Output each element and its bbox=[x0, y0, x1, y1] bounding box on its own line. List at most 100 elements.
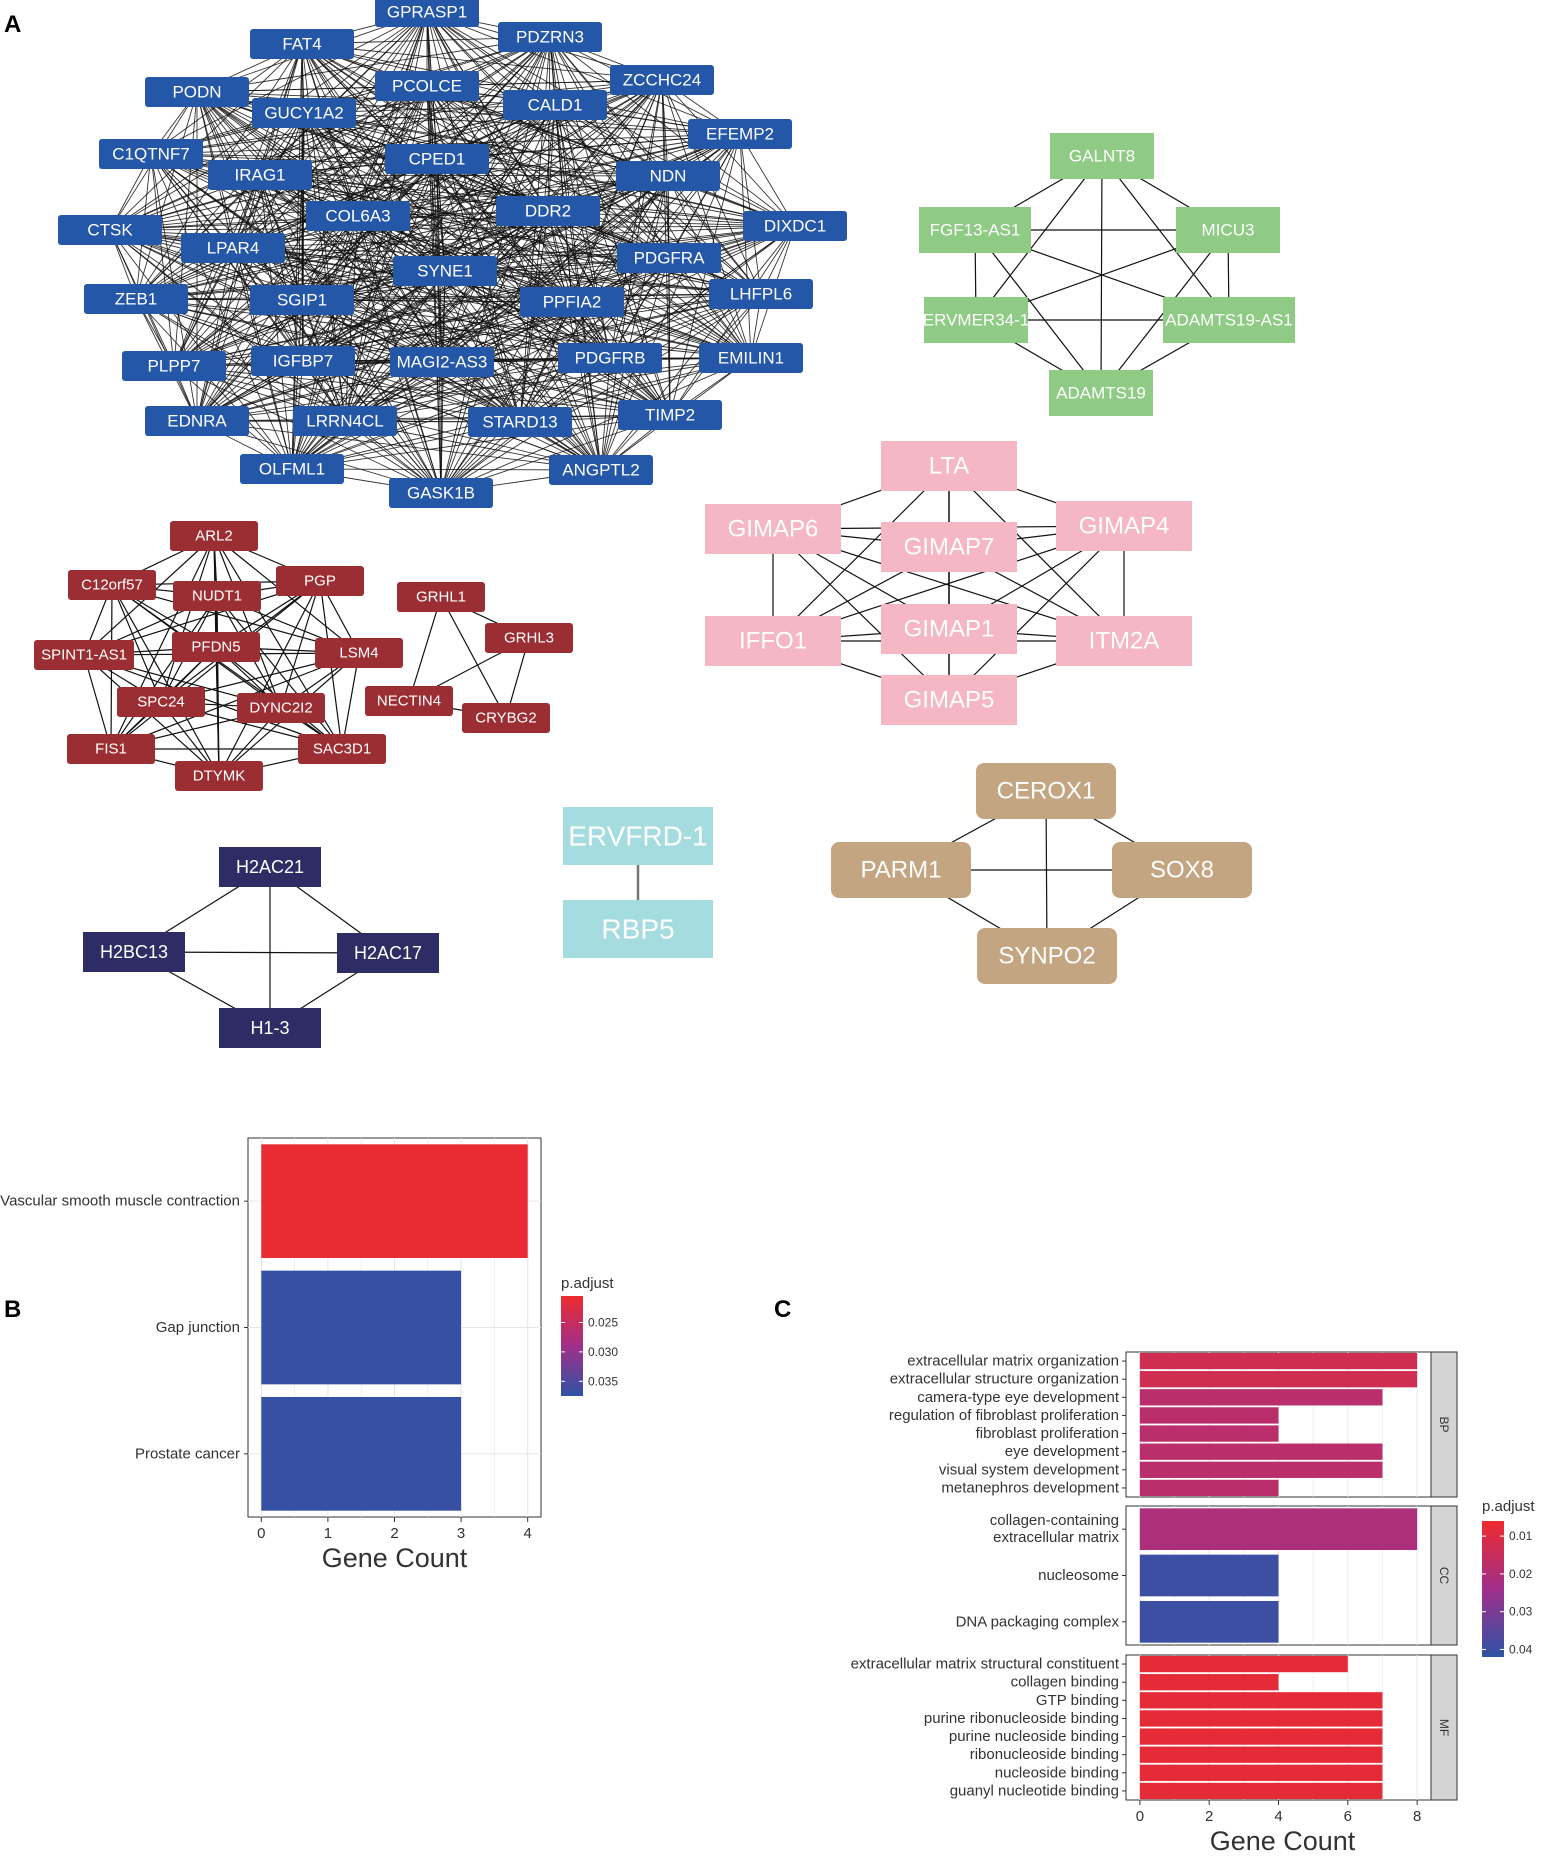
node-label: MAGI2-AS3 bbox=[397, 353, 488, 372]
node-fis1: FIS1 bbox=[67, 734, 155, 764]
node-zcchc24: ZCCHC24 bbox=[610, 65, 714, 95]
edge-lpar4-pdgfra bbox=[232, 247, 670, 259]
node-label: FIS1 bbox=[95, 741, 127, 758]
node-lsm4: LSM4 bbox=[315, 638, 403, 668]
x-tick-label: 0 bbox=[257, 1525, 265, 1542]
node-fat4: FAT4 bbox=[250, 29, 354, 59]
node-box bbox=[977, 928, 1117, 984]
y-tick-label: fibroblast proliferation bbox=[976, 1425, 1119, 1442]
node-box bbox=[385, 144, 489, 174]
node-magi2-as3: MAGI2-AS3 bbox=[390, 347, 494, 377]
y-tick-label: eye development bbox=[1005, 1443, 1120, 1460]
x-tick-label: 4 bbox=[524, 1525, 532, 1542]
edge-gprasp1-efemp2 bbox=[426, 11, 741, 135]
node-pcolce: PCOLCE bbox=[375, 71, 479, 101]
edge-irag1-pdgfra bbox=[259, 174, 670, 259]
node-label: STARD13 bbox=[482, 413, 557, 432]
node-sox8: SOX8 bbox=[1112, 842, 1252, 898]
edge-pgp-dtymk bbox=[218, 580, 321, 777]
node-gimap1: GIMAP1 bbox=[881, 604, 1017, 654]
node-label: CALD1 bbox=[528, 96, 583, 115]
node-arl2: ARL2 bbox=[170, 521, 258, 551]
bar-gtp-binding bbox=[1139, 1692, 1383, 1709]
node-label: EFEMP2 bbox=[706, 125, 774, 144]
y-tick-label-line: extracellular matrix bbox=[993, 1529, 1119, 1546]
edge-podn-emilin1 bbox=[196, 91, 752, 359]
edge-lta-iffo1 bbox=[772, 465, 950, 642]
edge-lta-itm2a bbox=[948, 465, 1125, 642]
edge-ednra-timp2 bbox=[196, 414, 671, 422]
x-tick-label: 1 bbox=[324, 1525, 332, 1542]
node-box bbox=[390, 347, 494, 377]
node-label: PGP bbox=[304, 573, 336, 590]
edge-zcchc24-emilin1 bbox=[661, 79, 752, 359]
node-ctsk: CTSK bbox=[58, 215, 162, 245]
node-label: H2AC17 bbox=[354, 943, 422, 963]
panel-label-c: C bbox=[774, 1296, 791, 1323]
bar-prostate-cancer bbox=[261, 1396, 462, 1511]
bar-dna-packaging-complex bbox=[1139, 1600, 1279, 1643]
node-box bbox=[67, 734, 155, 764]
node-label: H2AC21 bbox=[236, 857, 304, 877]
node-gprasp1: GPRASP1 bbox=[375, 0, 479, 27]
node-box bbox=[375, 71, 479, 101]
node-label: LHFPL6 bbox=[730, 285, 792, 304]
node-label: PDGFRB bbox=[575, 349, 646, 368]
node-box bbox=[705, 616, 841, 666]
node-box bbox=[397, 582, 485, 612]
x-axis-title: Gene Count bbox=[322, 1543, 468, 1573]
edge-ctsk-dixdc1 bbox=[109, 225, 796, 231]
edge-grhl1-nectin4 bbox=[408, 596, 442, 702]
edge-fat4-cped1 bbox=[301, 43, 438, 160]
node-label: LPAR4 bbox=[207, 239, 260, 258]
node-label: C12orf57 bbox=[81, 577, 143, 594]
edge-pfdn5-dtymk bbox=[215, 646, 220, 777]
edge-lhfpl6-igfbp7 bbox=[302, 293, 762, 362]
node-plpp7: PLPP7 bbox=[122, 351, 226, 381]
edge-dixdc1-timp2 bbox=[669, 225, 796, 416]
node-igfbp7: IGFBP7 bbox=[251, 346, 355, 376]
edge-igfbp7-emilin1 bbox=[302, 357, 752, 362]
edge-ddr2-zeb1 bbox=[135, 210, 549, 300]
node-box bbox=[250, 285, 354, 315]
node-dync2i2: DYNC2I2 bbox=[237, 693, 325, 723]
edge-pgp-fis1 bbox=[110, 580, 321, 750]
edge-cald1-ddr2 bbox=[547, 104, 556, 212]
edge-pcolce-ctsk bbox=[109, 85, 428, 231]
node-label: SOX8 bbox=[1150, 857, 1214, 884]
bar-visual-system-development bbox=[1139, 1461, 1383, 1478]
node-box bbox=[462, 703, 550, 733]
node-lpar4: LPAR4 bbox=[181, 233, 285, 263]
bar-collagen-containing-extracellular-matrix bbox=[1139, 1508, 1418, 1551]
node-label: PDZRN3 bbox=[516, 28, 584, 47]
edge-pdgfrb-angptl2 bbox=[600, 357, 611, 471]
edge-grhl1-crybg2 bbox=[440, 596, 507, 719]
edge-cped1-stard13 bbox=[436, 158, 521, 423]
panel-label-a: A bbox=[4, 11, 21, 38]
edge-irag1-lhfpl6 bbox=[259, 174, 762, 295]
node-label: IGFBP7 bbox=[273, 352, 333, 371]
edge-lpar4-emilin1 bbox=[232, 247, 752, 359]
node-label: SGIP1 bbox=[277, 291, 327, 310]
node-box bbox=[306, 201, 410, 231]
y-tick-label-line: collagen-containing bbox=[990, 1512, 1119, 1529]
node-irag1: IRAG1 bbox=[208, 160, 312, 190]
edge-gimap4-gimap5 bbox=[948, 525, 1125, 701]
edge-cald1-ctsk bbox=[109, 104, 556, 231]
edge-zeb1-lhfpl6 bbox=[135, 293, 762, 300]
node-label: ERVMER34-1 bbox=[923, 311, 1029, 330]
y-tick-label: Gap junction bbox=[156, 1319, 240, 1336]
legend-tick-label: 0.04 bbox=[1509, 1642, 1533, 1656]
node-box bbox=[563, 900, 713, 958]
edge-gprasp1-cald1 bbox=[426, 11, 556, 106]
node-spc24: SPC24 bbox=[117, 687, 205, 717]
bar-purine-nucleoside-binding bbox=[1139, 1728, 1383, 1745]
edge-pdgfrb-ednra bbox=[196, 357, 611, 422]
bar-extracellular-matrix-structural-constituent bbox=[1139, 1655, 1348, 1673]
edge-spint1-as1-fis1 bbox=[83, 654, 112, 750]
node-label: ITM2A bbox=[1089, 628, 1160, 655]
node-adamts19: ADAMTS19 bbox=[1049, 370, 1153, 416]
edge-cped1-pdgfrb bbox=[436, 158, 611, 359]
node-label: IRAG1 bbox=[234, 166, 285, 185]
node-box bbox=[976, 763, 1116, 819]
